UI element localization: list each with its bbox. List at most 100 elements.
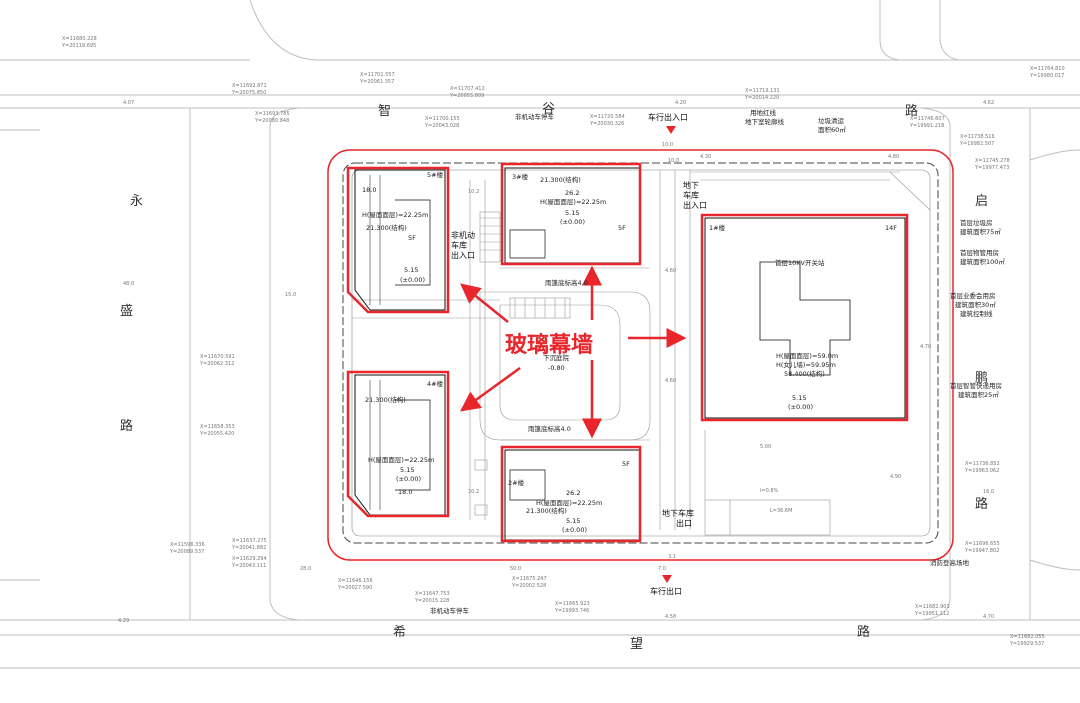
underground-garage-entrance-line2: 车库 xyxy=(683,190,699,200)
coord-label: X=11701.557 xyxy=(360,72,395,78)
coord-label: X=11738.516 xyxy=(960,134,995,140)
building-4-dim: 18.0 xyxy=(398,488,412,496)
elev-mark: 15.0 xyxy=(285,292,296,298)
road-name-yongsheng-3: 路 xyxy=(120,418,133,434)
vehicle-entrance-markers xyxy=(662,126,676,583)
coord-label: Y=19951.112 xyxy=(914,611,949,617)
garbage-station-label: 垃圾清运 xyxy=(818,116,845,125)
elev-mark: i=0.8% xyxy=(760,488,779,494)
building-3-zero: (±0.00) xyxy=(560,218,585,226)
bike-garage-line3: 出入口 xyxy=(451,250,475,260)
coord-label: Y=19963.062 xyxy=(964,468,999,474)
elev-mark: 4.60 xyxy=(665,378,676,384)
coord-label: Y=20002.528 xyxy=(511,583,546,589)
coord-label: Y=20014.220 xyxy=(744,95,779,101)
building-2-dim: 26.2 xyxy=(566,489,580,497)
road-name-yongsheng-2: 盛 xyxy=(120,304,133,319)
building-1-parapet: H(女儿墙)=59.95m xyxy=(776,360,836,369)
coord-label: Y=20062.312 xyxy=(199,361,234,367)
building-4-outline xyxy=(346,370,450,518)
curtain-wall-arrows xyxy=(459,265,687,439)
coord-label: X=11764.810 xyxy=(1030,66,1065,72)
coord-label: Y=20041.882 xyxy=(231,545,266,551)
coord-label: X=11596.336 xyxy=(170,542,205,548)
coord-label: Y=19993.746 xyxy=(554,608,589,614)
coord-label: X=11707.412 xyxy=(450,86,485,92)
coord-label: X=11696.655 xyxy=(965,541,1000,547)
building-3-struct: 21.300(结构) xyxy=(540,175,581,184)
elev-mark: 10.2 xyxy=(468,489,479,495)
arrow-to-building-4 xyxy=(459,366,521,412)
building-5-struct: 21.300(结构) xyxy=(366,223,407,232)
coord-label: X=11746.607 xyxy=(910,116,945,122)
east-note-3b: 建筑面积30㎡ xyxy=(955,300,996,309)
coord-label: Y=20118.695 xyxy=(61,43,96,49)
building-2-struct: 21.300(结构) xyxy=(526,506,567,515)
coord-label: Y=19980.017 xyxy=(1029,73,1064,79)
building-5-zero: (±0.00) xyxy=(400,276,425,284)
coord-label: Y=19947.802 xyxy=(964,548,999,554)
building-1-zero: (±0.00) xyxy=(788,403,813,411)
elev-mark: 28.0 xyxy=(300,566,311,572)
south-exit-triangle-icon xyxy=(662,575,672,583)
road-name-zhigu-2: 谷 xyxy=(542,102,555,117)
building-3-elev: 5.15 xyxy=(565,209,579,217)
east-note-2a: 首层物管用房 xyxy=(960,248,999,257)
building-2-floors: 5F xyxy=(622,460,630,468)
building-1-function: 首层10KV开关站 xyxy=(775,258,825,267)
curtain-wall-buildings xyxy=(346,162,909,543)
road-name-yongsheng-1: 永 xyxy=(130,194,143,209)
building-1-outline xyxy=(700,213,909,422)
elev-mark: 3.1 xyxy=(668,554,676,560)
coord-label: X=11670.591 xyxy=(200,354,235,360)
elev-mark: 48.0 xyxy=(123,281,134,287)
elev-mark: 4.30 xyxy=(700,154,711,160)
elev-mark: L=36.6M xyxy=(770,508,792,514)
road-name-xiwang-3: 路 xyxy=(857,624,870,640)
coord-label: Y=20043.028 xyxy=(424,123,459,129)
elev-mark: 4.70 xyxy=(983,614,994,620)
east-note-3c: 建筑控制线 xyxy=(960,309,993,318)
south-bike-parking-label: 非机动车停车 xyxy=(430,606,470,615)
coord-label: Y=20030.326 xyxy=(589,121,624,127)
elev-mark: 5.00 xyxy=(760,444,771,450)
coord-label: Y=20075.850 xyxy=(231,90,266,96)
road-edges xyxy=(0,0,1080,669)
canopy-elev-north: 雨篷底标高4.0 xyxy=(545,278,588,287)
east-note-2b: 建筑面积100㎡ xyxy=(960,257,1005,266)
coord-label: X=11700.155 xyxy=(425,116,460,122)
building-3-height: H(屋面面层)=22.25m xyxy=(540,198,606,206)
underground-garage-entrance-line3: 出入口 xyxy=(683,200,707,210)
road-name-zhigu-1: 智 xyxy=(378,104,391,119)
south-vehicle-exit-label: 车行出口 xyxy=(650,586,682,596)
elev-mark: 16.0 xyxy=(983,489,994,495)
east-note-1a: 首层垃圾房 xyxy=(960,218,993,227)
road-name-labels: 智 谷 路 永 盛 路 启 鹏 路 希 望 路 xyxy=(120,102,988,652)
building-2-height: H(屋面面层)=22.25m xyxy=(536,499,602,507)
elev-mark: 4.07 xyxy=(123,100,134,106)
coord-label: X=11682.903 xyxy=(915,604,950,610)
building-5-outline xyxy=(346,166,450,314)
sunken-courtyard-label: 下沉庭院 xyxy=(543,353,570,362)
site-boundary-line xyxy=(327,149,954,561)
coord-label: X=11692.871 xyxy=(232,83,267,89)
building-5-elev: 5.15 xyxy=(404,266,418,274)
road-name-qipeng-2: 鹏 xyxy=(975,371,988,386)
north-side-notes: 非机动车停车 用地红线 地下室轮廓线 垃圾清运 面积60㎡ 非机动车停车 xyxy=(430,108,846,615)
sunken-courtyard-elev: -0.80 xyxy=(548,364,565,372)
building-1-struct: 58.400(结构) xyxy=(784,369,825,378)
coordinate-labels: X=11680.228 Y=20118.695 X=11692.871 Y=20… xyxy=(61,36,1065,647)
coord-label: X=11745.278 xyxy=(975,158,1010,164)
underground-garage-exit-line2: 出口 xyxy=(676,518,692,528)
elev-mark: 4.60 xyxy=(665,268,676,274)
coord-label: Y=20089.537 xyxy=(169,549,204,555)
coord-label: Y=20015.228 xyxy=(414,598,449,604)
coord-label: Y=19929.537 xyxy=(1009,641,1044,647)
building-2-outline xyxy=(500,445,642,543)
coord-label: Y=20061.357 xyxy=(359,79,394,85)
elev-mark: 4.20 xyxy=(675,100,686,106)
north-entrance-triangle-icon xyxy=(666,126,676,134)
building-4-zero: (±0.00) xyxy=(396,475,421,483)
coord-label: Y=20027.590 xyxy=(337,585,372,591)
